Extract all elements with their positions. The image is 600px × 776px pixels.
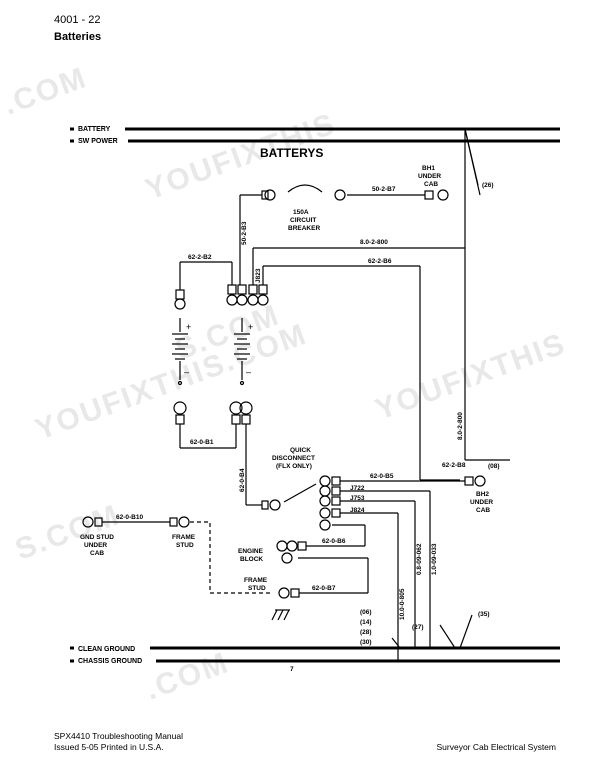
qd-label-3: (FLX ONLY): [276, 463, 312, 470]
bh1-terminal: [437, 189, 449, 201]
gnd-stud-terminal: [82, 516, 94, 528]
bh1-label-2: UNDER: [418, 173, 441, 180]
breaker-label-1: 150A: [293, 209, 309, 216]
battery-2-symbol: [234, 318, 250, 386]
ref-35: (35): [478, 611, 490, 618]
quick-disconnect-input-terminal: [269, 499, 281, 511]
gnd-stud-label-2: UNDER: [84, 542, 107, 549]
battery2-bottom-terminal-a: [229, 401, 243, 415]
sheet-ref-7: 7: [290, 666, 294, 673]
chassis-ground-bus-text: CHASSIS GROUND: [78, 658, 142, 665]
dashed-ground-link: [190, 521, 270, 594]
diagram-title: BATTERYS: [260, 146, 323, 160]
engine-block-label-2: BLOCK: [240, 556, 263, 563]
gnd-stud-label-1: GND STUD: [80, 534, 114, 541]
battery-bus-text: BATTERY: [78, 126, 111, 133]
label-j824: J824: [350, 507, 365, 514]
breaker-terminal-right: [334, 189, 346, 201]
qd-terminal-1: [319, 475, 331, 487]
frame-stud-1-label-1: FRAME: [172, 534, 196, 541]
wire-label-0-8-09-062: 0.8-09-062: [416, 543, 423, 575]
frame-stud-2-terminal: [278, 587, 290, 599]
battery2-minus: –: [246, 367, 251, 377]
bh2-label-2: UNDER: [470, 499, 493, 506]
qd-label-2: DISCONNECT: [272, 455, 315, 462]
engine-block-terminal-b: [286, 540, 298, 552]
battery1-top-terminal: [174, 298, 186, 310]
engine-block-terminal-c: [281, 552, 293, 564]
bh2-label-3: CAB: [476, 507, 490, 514]
bh2-label-1: BH2: [476, 491, 489, 498]
wire-label-62-0-b1: 62-0-B1: [190, 439, 214, 446]
frame-stud-terminal-1: [178, 516, 190, 528]
section-title: Batteries: [54, 31, 102, 43]
bh1-label-1: BH1: [422, 165, 435, 172]
footer-system: Surveyor Cab Electrical System: [436, 742, 556, 752]
ref-27: (27): [412, 624, 424, 631]
wire-label-10-0-0-805: 10.0-0-805: [399, 588, 406, 620]
wire-label-8-0-2-800-vertical: 8.0-2-800: [457, 412, 464, 440]
watermark-1: .COM: [0, 61, 92, 122]
ref-30: (30): [360, 639, 372, 646]
wire-label-62-2-b2: 62-2-B2: [188, 254, 212, 261]
watermark-5: S.COM: [11, 499, 124, 567]
frame-stud-1-label-2: STUD: [176, 542, 194, 549]
qd-label-1: QUICK: [290, 447, 311, 454]
battery-1-symbol: [172, 318, 188, 386]
wire-label-62-2-b6: 62-2-B6: [368, 258, 392, 265]
qd-terminal-2: [319, 485, 331, 497]
ref-26: (26): [482, 182, 494, 189]
breaker-terminal-left: [264, 189, 276, 201]
clean-ground-bus-text: CLEAN GROUND: [78, 646, 135, 653]
qd-terminal-3: [319, 495, 331, 507]
label-j823: J823: [255, 268, 262, 283]
battery2-bottom-terminal-b: [239, 401, 253, 415]
wire-label-62-0-b7: 62-0-B7: [312, 585, 336, 592]
label-j753: J753: [350, 495, 365, 502]
sw-power-bus-text: SW POWER: [78, 138, 118, 145]
wire-label-8-0-2-800: 8.0-2-800: [360, 239, 388, 246]
wire-label-62-0-b10: 62-0-B10: [116, 514, 143, 521]
engine-block-terminal-a: [276, 540, 288, 552]
qd-terminal-5: [319, 519, 331, 531]
breaker-label-2: CIRCUIT: [290, 217, 316, 224]
battery2-plus: +: [248, 322, 253, 332]
ref-08: (08): [488, 463, 500, 470]
footer-issue: Issued 5-05 Printed in U.S.A.: [54, 742, 164, 752]
frame-stud-2-label-2: STUD: [248, 585, 266, 592]
bh1-label-3: CAB: [424, 181, 438, 188]
breaker-label-3: BREAKER: [288, 225, 320, 232]
battery1-plus: +: [186, 322, 191, 332]
qd-terminal-4: [319, 507, 331, 519]
page-number: 4001 - 22: [54, 14, 101, 26]
battery1-bottom-terminal: [173, 401, 187, 415]
battery1-minus: –: [184, 367, 189, 377]
engine-block-label-1: ENGINE: [238, 548, 264, 555]
watermark-6: YOUFIXTHIS: [371, 327, 570, 426]
circuit-breaker-symbol: [287, 184, 323, 193]
wire-label-50-2-b3: 50-2-B3: [241, 221, 248, 245]
wire-label-62-0-b5: 62-0-B5: [370, 473, 394, 480]
battery-terminal-block: [174, 284, 269, 310]
ref-14: (14): [360, 619, 372, 626]
watermark-7: .COM: [141, 646, 233, 707]
wire-label-62-0-b4: 62-0-B4: [239, 468, 246, 492]
ref-06: (06): [360, 609, 372, 616]
gnd-stud-label-3: CAB: [90, 550, 104, 557]
wire-label-1-0-09-033: 1.0-09-033: [431, 543, 438, 575]
label-j722: J722: [350, 485, 365, 492]
frame-stud-2-label-1: FRAME: [244, 577, 268, 584]
footer-manual: SPX4410 Troubleshooting Manual: [54, 731, 184, 741]
ref-28: (28): [360, 629, 372, 636]
wire-label-62-2-b8: 62-2-B8: [442, 462, 466, 469]
wire-label-62-0-b6: 62-0-B6: [322, 538, 346, 545]
wire-label-50-2-b7: 50-2-B7: [372, 186, 396, 193]
bh2-terminal: [474, 475, 486, 487]
